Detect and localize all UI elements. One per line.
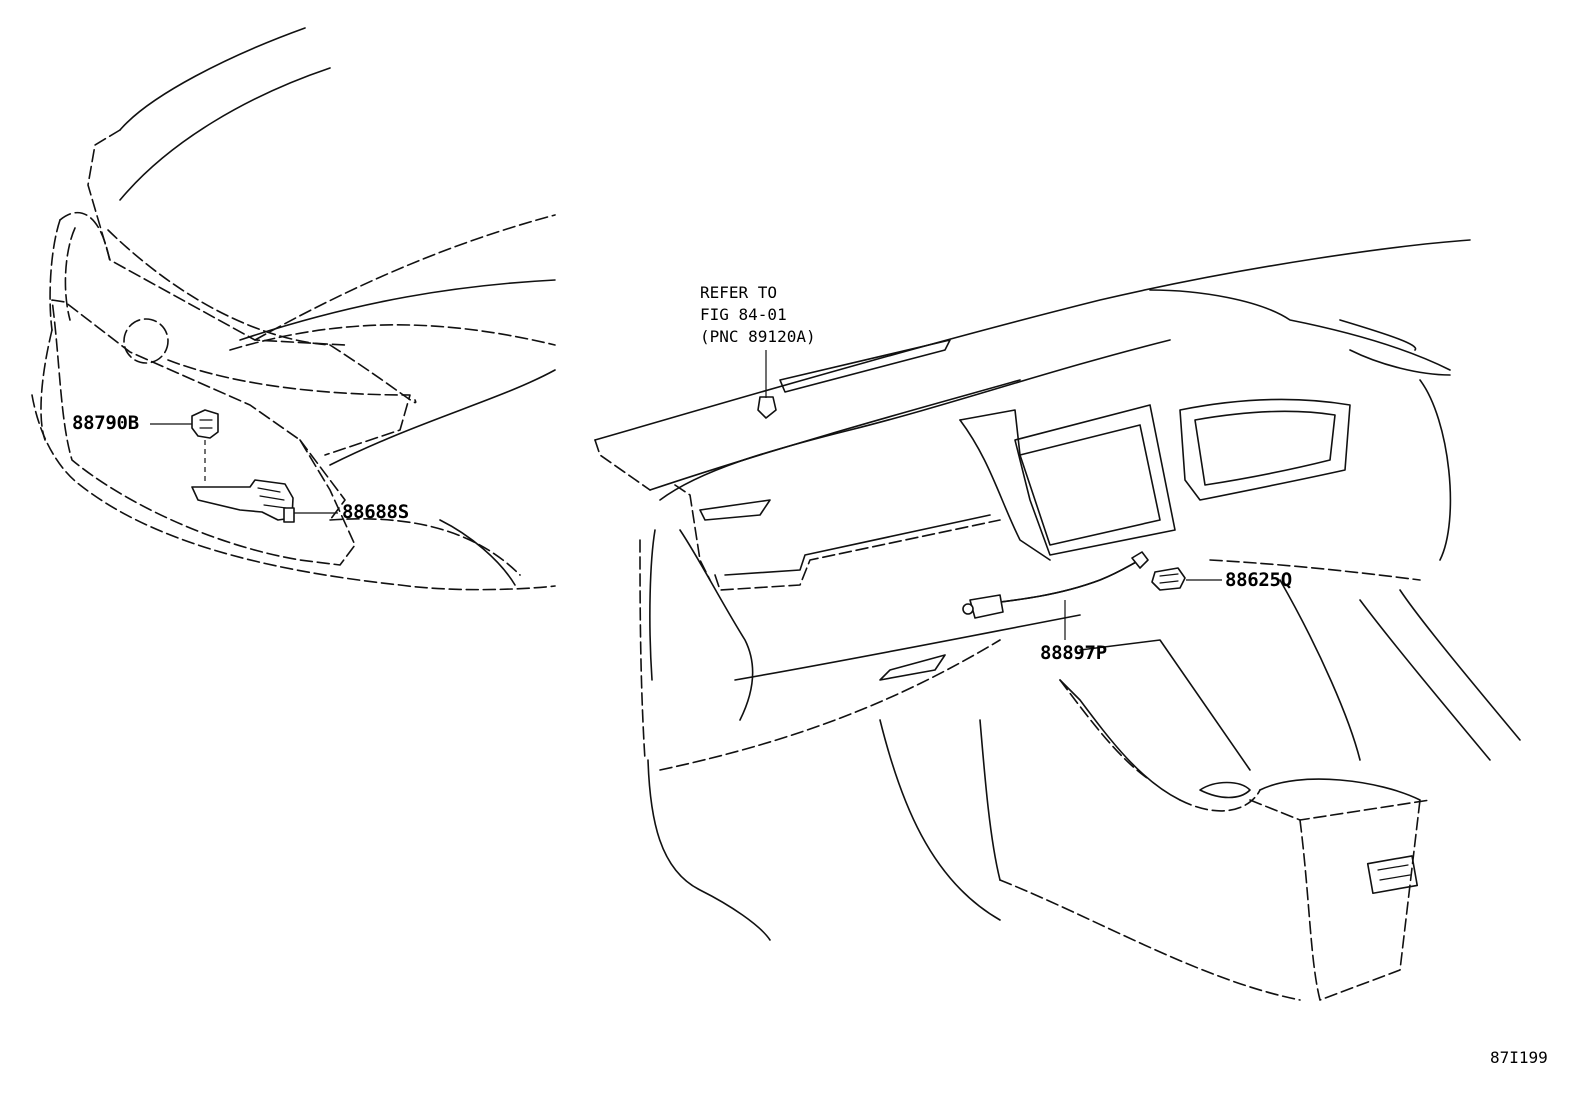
part-label-88790b[interactable]: 88790B xyxy=(72,412,139,434)
part-label-88897p[interactable]: 88897P xyxy=(1040,642,1107,664)
reference-line-1: REFER TO xyxy=(700,283,778,302)
illustration-code: 87I199 xyxy=(1490,1048,1548,1067)
dashboard-view xyxy=(594,239,1521,1001)
part-label-88625q[interactable]: 88625Q xyxy=(1225,569,1292,591)
front-bumper-view xyxy=(31,27,556,591)
reference-line-3: (PNC 89120A) xyxy=(700,327,816,346)
part-label-88688s[interactable]: 88688S xyxy=(342,501,409,523)
reference-line-2: FIG 84-01 xyxy=(700,305,787,324)
reference-note: REFER TO FIG 84-01 (PNC 89120A) xyxy=(700,282,816,348)
